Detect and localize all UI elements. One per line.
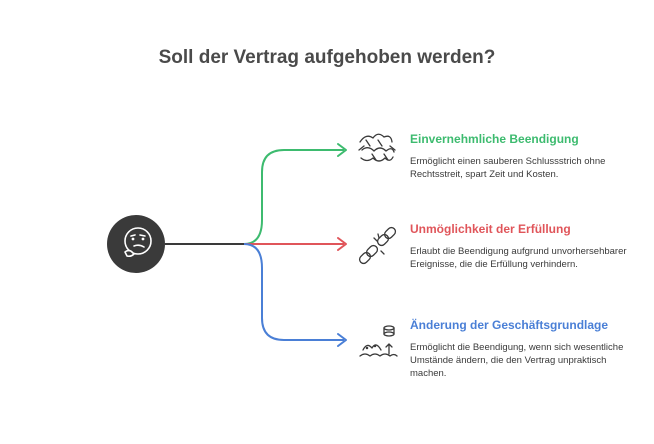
- changing-conditions-icon: [359, 325, 398, 357]
- option-description: Ermöglicht die Beendigung, wenn sich wes…: [410, 342, 624, 379]
- option-mutual-termination: Einvernehmliche Beendigung Ermöglicht ei…: [410, 132, 630, 181]
- option-impossibility: Unmöglichkeit der Erfüllung Erlaubt die …: [410, 222, 630, 271]
- option-description: Ermöglicht einen sauberen Schlussstrich …: [410, 156, 606, 180]
- branch-red: [244, 237, 347, 251]
- option-title: Änderung der Geschäftsgrundlage: [410, 318, 609, 332]
- branch-blue: [243, 243, 347, 347]
- handshake-icon: [358, 133, 396, 162]
- option-description: Erlaubt die Beendigung aufgrund unvorher…: [410, 246, 627, 270]
- broken-chain-icon: [358, 226, 397, 265]
- thinking-face-icon: [107, 215, 165, 273]
- diagram-title: Soll der Vertrag aufgehoben werden?: [158, 47, 496, 68]
- option-title: Unmöglichkeit der Erfüllung: [410, 222, 571, 236]
- option-change-of-basis: Änderung der Geschäftsgrundlage Ermöglic…: [410, 318, 630, 380]
- branch-green: [243, 143, 347, 245]
- option-title: Einvernehmliche Beendigung: [410, 132, 579, 146]
